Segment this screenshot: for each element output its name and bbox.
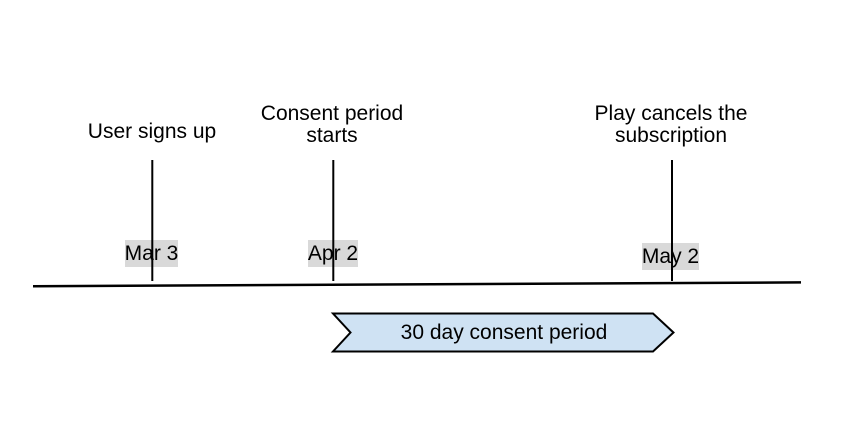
event-label-line: subscription xyxy=(614,124,728,147)
event-label-play-cancels-subscription: Play cancels the subscription xyxy=(595,103,748,147)
date-label-apr2: Apr 2 xyxy=(307,240,359,267)
consent-period-banner-label: 30 day consent period xyxy=(400,321,608,344)
event-label-line: Play cancels the xyxy=(594,102,748,125)
event-label-line: Consent period xyxy=(260,102,404,125)
event-label-line: User signs up xyxy=(87,120,217,143)
date-label-may2: May 2 xyxy=(641,243,700,270)
timeline-axis xyxy=(32,281,802,288)
event-label-user-signs-up: User signs up xyxy=(88,121,216,143)
event-label-consent-period-starts: Consent period starts xyxy=(261,103,403,147)
date-label-mar3: Mar 3 xyxy=(124,240,179,267)
event-label-line: starts xyxy=(306,124,358,147)
